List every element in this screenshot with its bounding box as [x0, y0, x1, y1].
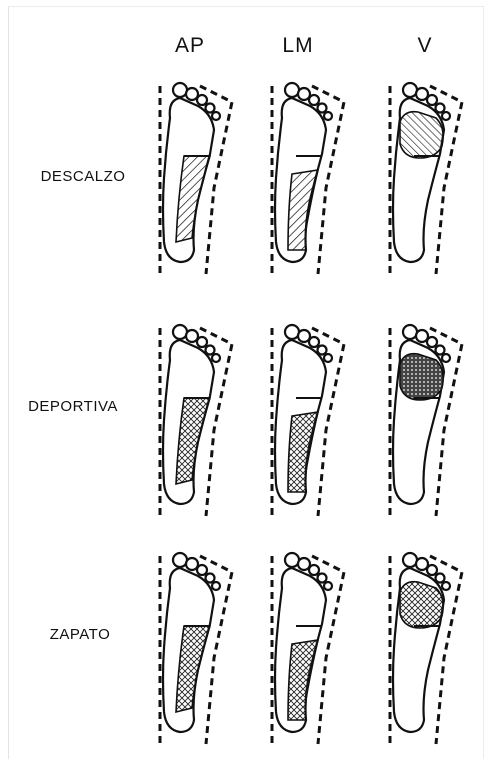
foot-diagram-deportiva-v — [370, 320, 480, 520]
foot-diagram-deportiva-ap — [140, 320, 250, 520]
column-header-v: V — [385, 34, 465, 58]
foot-diagram-zapato-lm — [252, 548, 362, 748]
foot-diagram-zapato-ap — [140, 548, 250, 748]
foot-diagram-deportiva-lm — [252, 320, 362, 520]
foot-diagram-descalzo-lm — [252, 78, 362, 278]
row-label-zapato: ZAPATO — [15, 626, 145, 643]
foot-diagram-descalzo-v — [370, 78, 480, 278]
column-header-lm: LM — [258, 34, 338, 58]
row-label-descalzo: DESCALZO — [18, 168, 148, 185]
foot-diagram-descalzo-ap — [140, 78, 250, 278]
foot-diagram-zapato-v — [370, 548, 480, 748]
column-header-ap: AP — [150, 34, 230, 58]
row-label-deportiva: DEPORTIVA — [8, 398, 138, 415]
